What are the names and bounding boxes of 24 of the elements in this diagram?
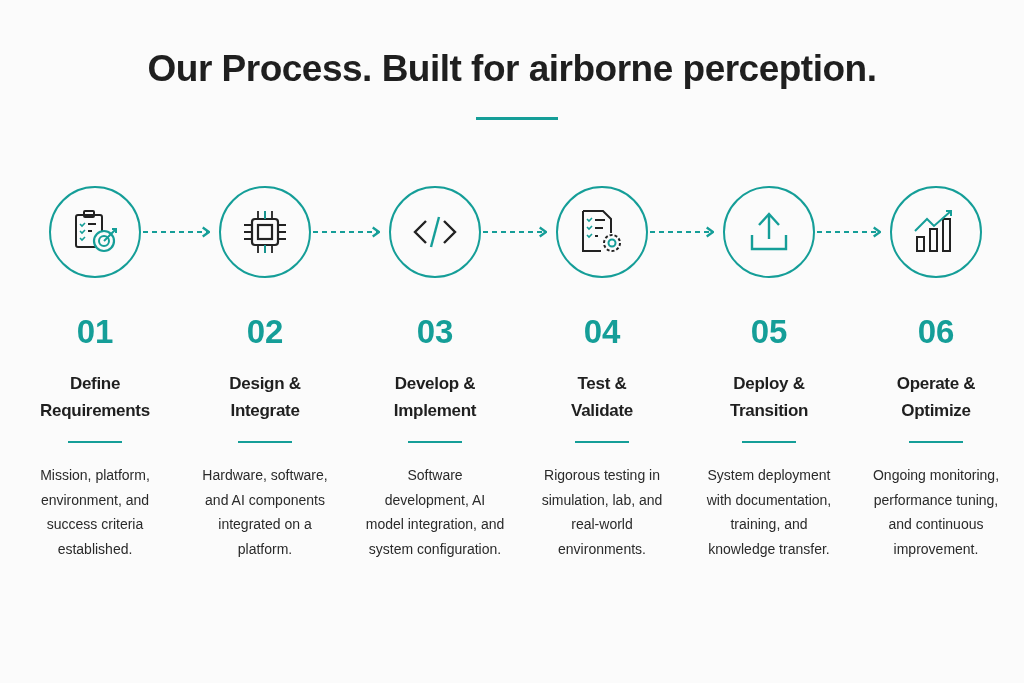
step-description: Ongoing monitoring, performance tuning, and continuous improvement.	[871, 466, 1001, 559]
step-title: Deploy & Transition	[728, 373, 810, 422]
step-number: 02	[245, 313, 285, 351]
step-title: Test & Validate	[570, 373, 634, 422]
dashed-arrow	[482, 226, 548, 238]
dashed-arrow	[142, 226, 211, 238]
step-description: Rigorous testing in simulation, lab, and real-world environments.	[540, 466, 664, 559]
step-description: Mission, platform, environment, and success criteria established.	[39, 466, 151, 559]
step-title: Design & Integrate	[228, 373, 302, 422]
title: Our Process. Built for airborne perception.	[146, 48, 878, 90]
step-description: System deployment with documentation, training, and knowledge transfer.	[705, 466, 833, 559]
step-title: Operate & Optimize	[895, 373, 977, 422]
step-description: Software development, AI model integration, and system configuration.	[365, 466, 505, 559]
dashed-arrow	[816, 226, 882, 238]
step-description: Hardware, software, and AI components integrated on a platform.	[201, 466, 329, 559]
step-title: Develop & Implement	[392, 373, 478, 422]
step-number: 03	[415, 313, 455, 351]
step-number: 01	[75, 313, 115, 351]
step-number: 05	[749, 313, 789, 351]
dashed-arrow	[312, 226, 381, 238]
step-number: 06	[916, 313, 956, 351]
step-title: Define Requirements	[39, 373, 151, 422]
step-number: 04	[582, 313, 622, 351]
dashed-arrow	[649, 226, 715, 238]
